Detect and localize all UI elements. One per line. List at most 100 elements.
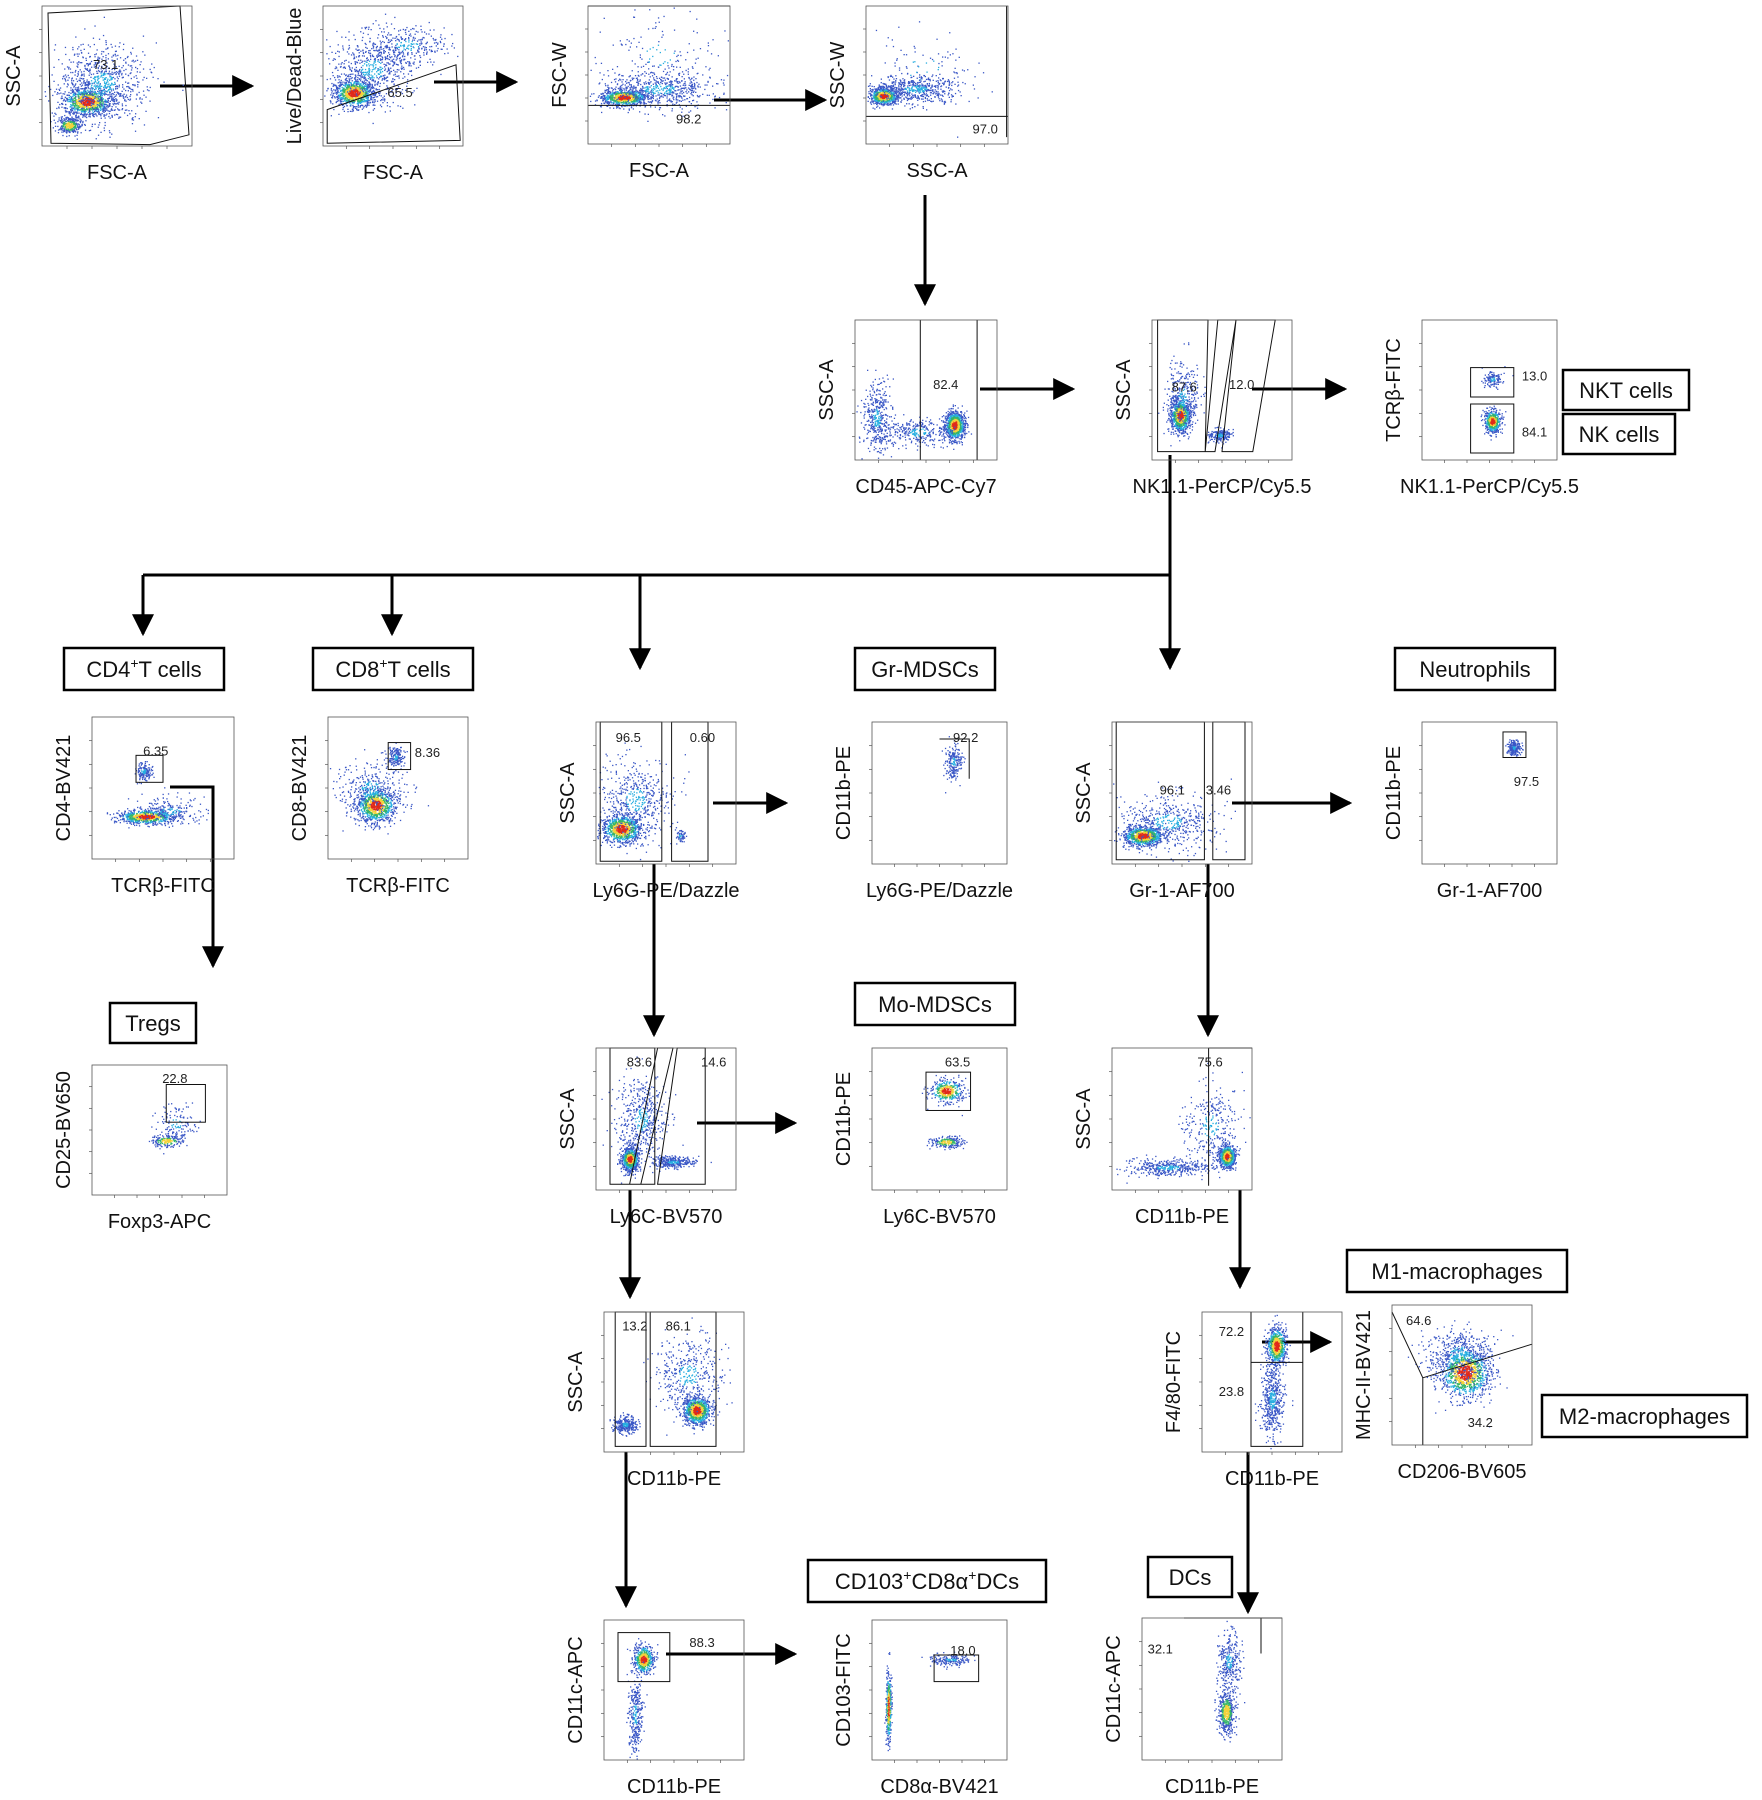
gate-percentage: 63.5 [945,1055,970,1070]
population-label: M1-macrophages [1371,1259,1542,1284]
gate-percentage: 96.1 [1160,782,1185,797]
x-axis-label: CD45-APC-Cy7 [855,476,996,498]
y-axis-label: SSC-A [1073,1088,1095,1150]
events-p17 [1116,1063,1250,1184]
population-cd4: CD4+T cells [64,648,224,690]
x-axis-label: CD206-BV605 [1398,1461,1527,1483]
gate-percentage: 14.6 [701,1055,726,1070]
gate-percentage: 86.1 [666,1318,691,1333]
population-nk: NK cells [1563,414,1675,454]
population-m2: M2-macrophages [1542,1395,1747,1437]
y-axis-label: CD11b-PE [833,1072,855,1166]
population-label: DCs [1169,1565,1212,1590]
x-axis-label: FSC-A [87,162,148,184]
gate-percentage: 13.2 [622,1318,647,1333]
x-axis-label: CD11b-PE [627,1776,721,1798]
x-axis-label: TCRβ-FITC [111,875,215,897]
y-axis-label: FSC-W [549,42,571,108]
x-axis-label: Ly6C-BV570 [883,1206,996,1228]
gate [588,6,730,105]
plot-frame [92,1065,227,1195]
population-momdsc: Mo-MDSCs [855,983,1015,1025]
gate-percentage: 18.0 [950,1643,975,1658]
population-cd8: CD8+T cells [313,648,473,690]
population-treg: Tregs [110,1003,196,1043]
gate-percentage: 92.2 [953,730,978,745]
x-axis-label: FSC-A [629,160,690,182]
events-p19 [1255,1315,1294,1450]
x-axis-label: Ly6G-PE/Dazzle [866,880,1013,902]
y-axis-label: CD4-BV421 [53,735,75,842]
gate-percentage: 6.35 [143,743,168,758]
y-axis-label: CD11b-PE [1383,746,1405,840]
plot-frame [328,717,468,859]
y-axis-label: CD11b-PE [833,746,855,840]
plot-frame [604,1620,744,1760]
y-axis-label: TCRβ-FITC [1383,338,1405,442]
gate-percentage: 22.8 [162,1071,187,1086]
x-axis-label: Ly6G-PE/Dazzle [592,880,739,902]
gate-percentage: 64.6 [1406,1313,1431,1328]
x-axis-label: FSC-A [363,162,424,184]
y-axis-label: Live/Dead-Blue [284,8,306,145]
y-axis-label: SSC-A [816,359,838,421]
gate-percentage: 65.5 [387,85,412,100]
x-axis-label: SSC-A [906,160,968,182]
population-label: Gr-MDSCs [871,657,979,682]
y-axis-label: CD11c-APC [565,1636,587,1743]
x-axis-label: CD11b-PE [627,1468,721,1490]
gate-percentage: 75.6 [1197,1055,1222,1070]
plot-frame [1422,722,1557,864]
population-cd103: CD103+CD8α+DCs [808,1560,1046,1602]
gate [866,6,1008,137]
events-p1 [45,17,184,140]
plot-frame [588,6,730,144]
population-label: Mo-MDSCs [878,992,992,1017]
events-p20 [1408,1320,1514,1427]
plot-frame [872,722,1007,864]
events-p7 [1481,366,1514,440]
events-p2 [324,14,458,125]
y-axis-label: CD103-FITC [833,1633,855,1746]
gate-percentage: 83.6 [627,1055,652,1070]
events-p21 [626,1638,658,1760]
events-p16 [922,1075,970,1151]
gate-percentage: 84.1 [1522,424,1547,439]
x-axis-label: TCRβ-FITC [346,875,450,897]
gate-percentage: 98.2 [676,112,701,127]
events-p22 [884,1652,975,1752]
gate-percentage: 13.0 [1522,368,1547,383]
gate-percentage: 12.0 [1229,377,1254,392]
y-axis-label: MHC-II-BV421 [1353,1310,1375,1440]
gate-percentage: 97.0 [973,121,998,136]
events-p8 [107,761,209,829]
population-dcs: DCs [1148,1557,1232,1597]
plot-frame [323,6,463,146]
events-p23 [1214,1621,1245,1743]
gate-percentage: 97.5 [1514,774,1539,789]
events-p6 [1158,342,1234,448]
gate-percentage: 88.3 [689,1635,714,1650]
y-axis-label: CD25-BV650 [53,1071,75,1189]
plot-frame [872,1048,1007,1190]
events-p15 [601,1056,711,1183]
x-axis-label: NK1.1-PerCP/Cy5.5 [1400,476,1579,498]
y-axis-label: SSC-W [827,42,849,109]
events-p4 [868,21,993,138]
